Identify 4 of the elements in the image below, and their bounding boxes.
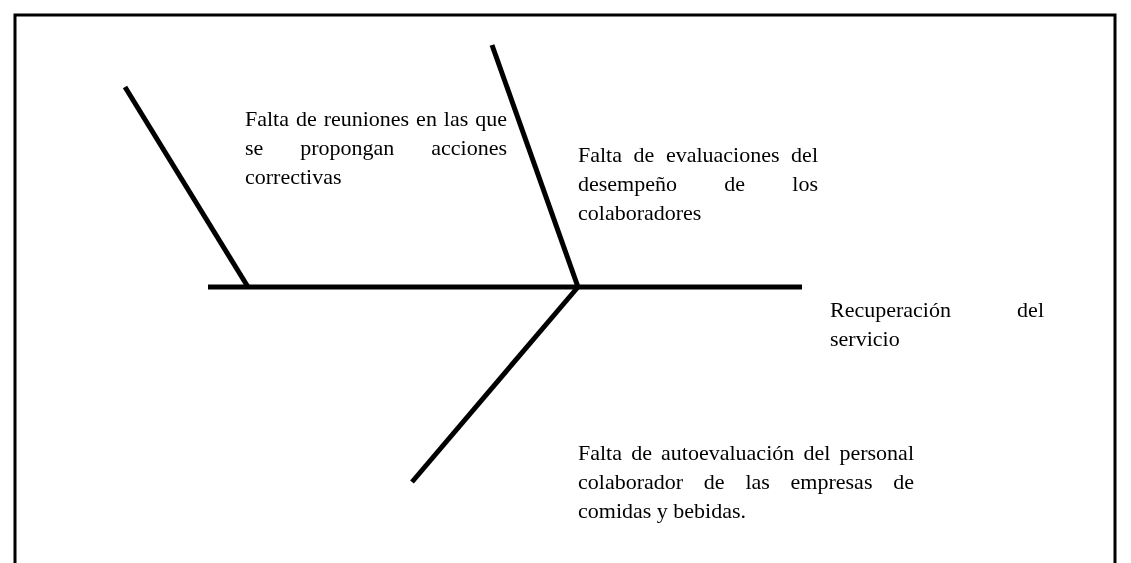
cause-label: Falta de evaluaciones del desempeño de los colaboradores bbox=[578, 141, 818, 227]
cause-label: Falta de autoevaluación del personal colaborador de las empresas de comidas y bebidas. bbox=[578, 439, 914, 525]
effect-label: Recuperación del servicio bbox=[830, 296, 1044, 353]
cause-label: Falta de reuniones en las que se propongan acciones correctivas bbox=[245, 105, 507, 191]
